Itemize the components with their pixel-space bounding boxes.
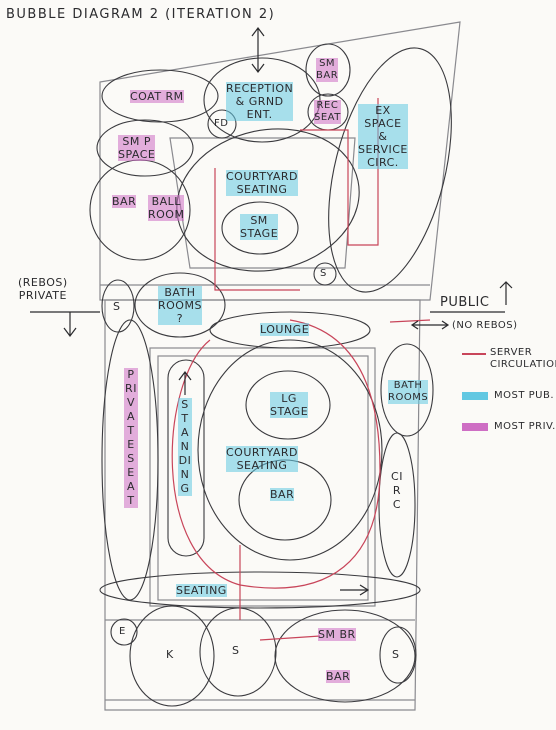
label-sm-p-space: SM P SPACE: [118, 135, 156, 161]
label-private-seat: PRIVATE SEAT: [124, 368, 138, 508]
label-no-rebos: (NO REBOS): [452, 320, 518, 331]
bubble-lg-stage: [245, 370, 331, 440]
arrow-no-rebos: [410, 320, 450, 330]
arrow-private: [63, 312, 77, 337]
bubble-e: [110, 618, 138, 646]
legend-marks: [462, 353, 488, 431]
arrow-public-up: [499, 281, 513, 305]
server-line-mid: [214, 168, 300, 291]
bubble-sm-br-bar: [274, 609, 416, 703]
bubble-s-bottom: [199, 607, 277, 697]
bubble-sm-stage: [221, 201, 299, 255]
server-line-bar: [259, 635, 321, 641]
label-ballroom: BALL ROOM: [148, 195, 185, 221]
label-reception: RECEPTION & GRND ENT.: [226, 82, 294, 121]
legend-private-label: MOST PRIV.: [494, 421, 556, 432]
label-fd: FD: [214, 118, 229, 129]
diagram-title: BUBBLE DIAGRAM 2 (ITERATION 2): [6, 7, 276, 22]
label-seating: SEATING: [176, 584, 227, 597]
bubble-seating: [99, 571, 421, 609]
server-line-loop: [171, 319, 381, 589]
bubbles: [89, 43, 452, 707]
label-bathrooms-right: BATH ROOMS: [388, 380, 429, 404]
label-lounge: LOUNGE: [260, 323, 310, 336]
legend-private-mark: [462, 423, 488, 431]
outer-wall-lower: [104, 299, 421, 711]
label-public: PUBLIC: [440, 295, 490, 310]
bubble-sm-bar: [305, 43, 351, 97]
bubble-lounge: [209, 311, 371, 349]
label-lg-stage: LG STAGE: [270, 392, 309, 418]
arrow-standing: [178, 371, 192, 395]
label-ex-space: EX SPACE & SERVICE CIRC.: [358, 104, 408, 169]
label-coat-rm: COAT RM: [130, 90, 184, 103]
arrow-entry: [251, 27, 265, 73]
arrow-seating-right: [340, 584, 370, 596]
label-circ: CIRC: [391, 470, 403, 511]
server-line-top: [300, 98, 379, 246]
bubble-courtyard-main: [197, 339, 383, 561]
bubble-fd: [207, 109, 237, 139]
label-s-bottom: S: [232, 644, 240, 657]
inner-wall-upper: [169, 137, 356, 269]
bubble-coat-rm: [101, 69, 219, 123]
label-s-left: S: [113, 300, 121, 313]
label-rec-seat: REC SEAT: [314, 100, 341, 124]
bubble-sm-p-space: [96, 119, 194, 177]
bubble-bathrooms-right: [380, 343, 434, 437]
label-sm-br: SM BR: [318, 628, 356, 641]
inner-courtyard-frame: [149, 347, 376, 607]
label-courtyard-seating-top: COURTYARD SEATING: [226, 170, 298, 196]
server-circulation-lines: [171, 98, 431, 641]
bubble-bathrooms-top: [134, 272, 226, 338]
legend-public-mark: [462, 392, 488, 400]
label-standing: STANDING: [178, 398, 192, 496]
arrows: [30, 27, 513, 596]
bubble-s-bottom-right: [379, 626, 417, 684]
label-sm-bar: SM BAR: [316, 58, 339, 82]
bubble-ex-space: [328, 47, 452, 293]
label-courtyard-seating-main: COURTYARD SEATING: [226, 446, 298, 472]
label-bar-center: BAR: [270, 488, 295, 501]
bubble-s-right: [313, 262, 337, 286]
server-line-arrow-public: [389, 319, 431, 323]
label-e: E: [119, 626, 126, 637]
label-k: K: [166, 648, 174, 661]
label-bar-left: BAR: [112, 195, 137, 208]
label-bar-bottom: BAR: [326, 670, 351, 683]
bubble-circ: [378, 432, 416, 578]
legend-public-label: MOST PUB.: [494, 390, 555, 401]
label-rebos-private: (REBOS) PRIVATE: [18, 276, 68, 302]
label-s-bottom-right: S: [392, 648, 400, 661]
bubble-standing: [167, 359, 205, 557]
outer-wall-upper: [99, 21, 461, 301]
label-s-right: S: [320, 268, 327, 279]
label-sm-stage: SM STAGE: [240, 214, 279, 240]
legend-server-label: SERVER CIRCULATION: [490, 347, 556, 370]
label-bathrooms-top: BATH ROOMS ?: [158, 286, 202, 325]
bubble-k: [129, 605, 215, 707]
